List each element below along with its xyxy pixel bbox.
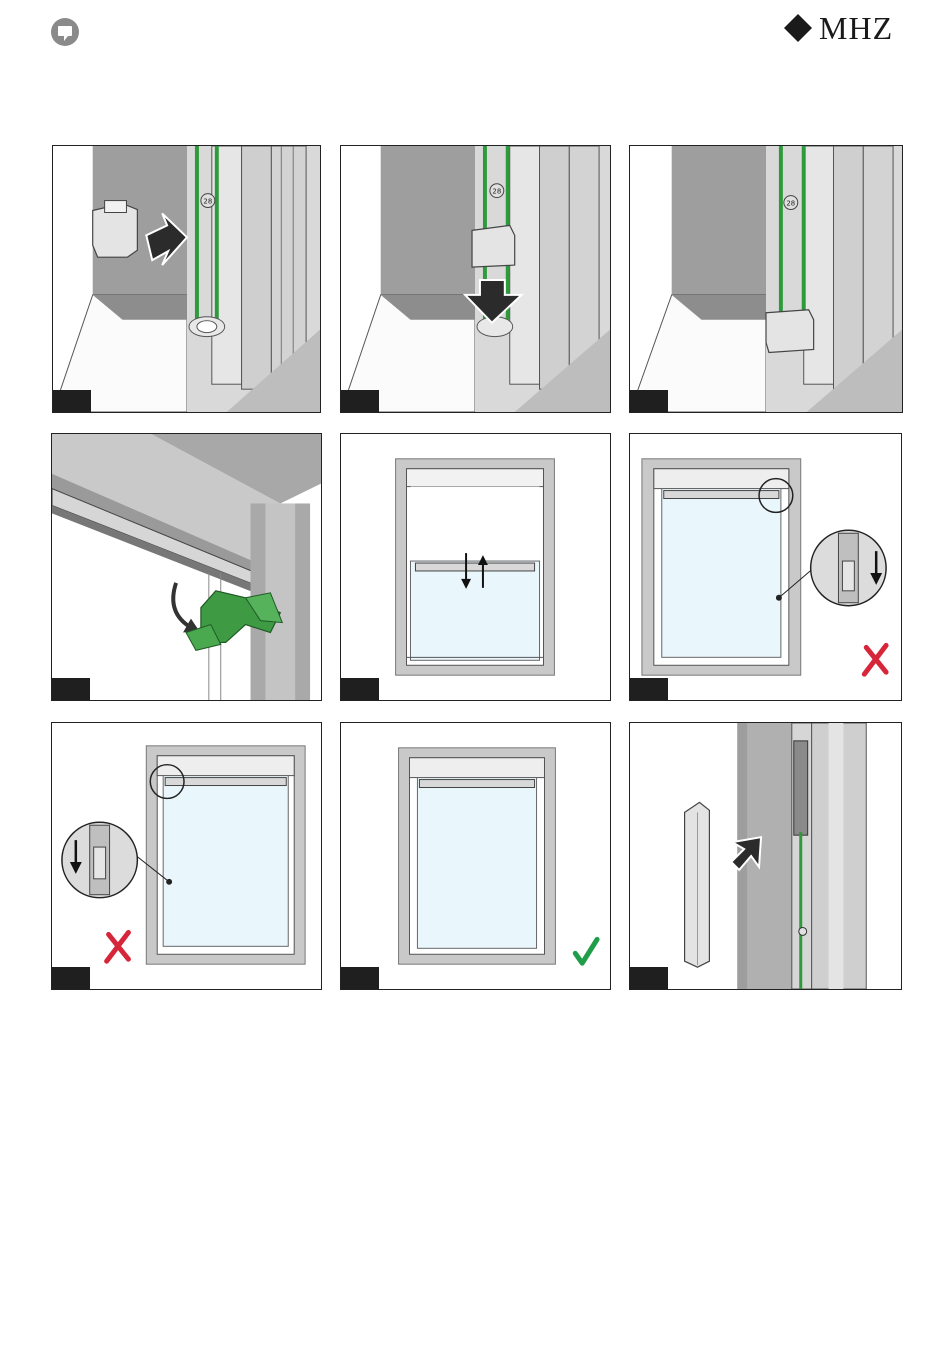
- step-number-tag: [52, 678, 90, 700]
- step-panel-7: [51, 722, 322, 990]
- step-panel-2: 28: [340, 145, 611, 413]
- step-panel-8: [340, 722, 611, 990]
- step-panel-3: 28: [629, 145, 903, 413]
- bracket-part: [472, 225, 515, 267]
- rail-number-label: 28: [203, 198, 212, 206]
- step-number-tag: [630, 678, 668, 700]
- step-panel-5: [340, 433, 611, 701]
- rail-number-label: 28: [786, 200, 795, 208]
- diamond-icon: [783, 13, 813, 43]
- brand-name: MHZ: [819, 11, 893, 45]
- detail-zoom: [62, 822, 137, 897]
- detail-zoom: [811, 530, 886, 605]
- step-number-tag: [341, 967, 379, 989]
- speech-bubble-icon: [50, 17, 80, 47]
- step-panel-9: [629, 722, 902, 990]
- step-number-tag: [630, 390, 668, 412]
- step-number-tag: [341, 390, 379, 412]
- step-number-tag: [53, 390, 91, 412]
- rail-number-label: 28: [492, 188, 501, 196]
- bracket-part: [93, 201, 138, 258]
- step-panel-1: 28: [52, 145, 321, 413]
- bracket-part: [766, 310, 814, 353]
- cover-cap-part: [685, 802, 710, 967]
- step-panel-6: [629, 433, 902, 701]
- step-number-tag: [341, 678, 379, 700]
- brand-logo: MHZ: [783, 11, 903, 45]
- step-panel-4: [51, 433, 322, 701]
- step-number-tag: [52, 967, 90, 989]
- step-number-tag: [630, 967, 668, 989]
